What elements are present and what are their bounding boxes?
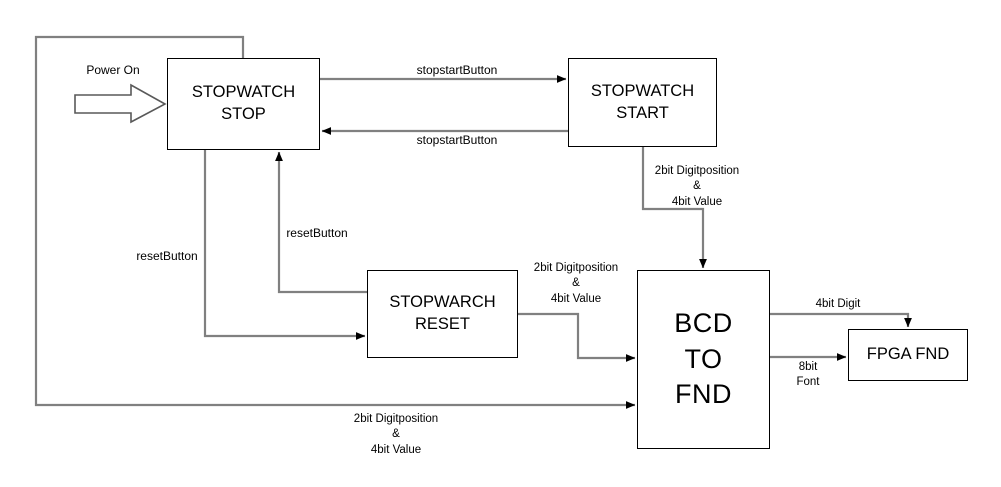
node-stopwatch-stop[interactable]: STOPWATCH STOP <box>167 58 320 150</box>
label-stop-to-bcd: 2bit Digitposition & 4bit Value <box>353 413 439 456</box>
node-fpga-fnd[interactable]: FPGA FND <box>848 329 968 381</box>
power-on-arrow <box>74 83 167 124</box>
node-label: STOPWATCH STOP <box>191 83 296 123</box>
edge-stop-to-reset <box>203 150 366 340</box>
label-stop-to-start: stopstartButton <box>416 63 498 77</box>
label-reset-to-bcd: 2bit Digitposition & 4bit Value <box>533 262 619 305</box>
label-bcd-font-to-fpga: 8bit Font <box>796 361 820 389</box>
node-label: STOPWARCH RESET <box>389 293 496 333</box>
label-start-to-stop: stopstartButton <box>416 133 498 147</box>
edge-start-to-bcd <box>641 147 707 269</box>
edge-bcd-digit-to-fpga <box>770 312 912 328</box>
edge-reset-to-bcd <box>518 312 636 362</box>
node-stopwarch-reset[interactable]: STOPWARCH RESET <box>367 270 518 358</box>
label-reset-to-stop: resetButton <box>286 226 348 240</box>
node-label: STOPWATCH START <box>590 81 695 122</box>
label-bcd-digit-to-fpga: 4bit Digit <box>815 298 861 310</box>
node-label: FPGA FND <box>866 345 950 364</box>
node-stopwatch-start[interactable]: STOPWATCH START <box>568 58 717 147</box>
node-bcd-to-fnd[interactable]: BCD TO FND <box>637 270 770 449</box>
label-start-to-bcd: 2bit Digitposition & 4bit Value <box>654 165 740 208</box>
label-stop-to-reset: resetButton <box>136 249 198 263</box>
edge-stop-to-bcd <box>34 35 636 409</box>
node-label: BCD TO FND <box>674 308 733 410</box>
edge-reset-to-stop <box>275 151 367 294</box>
label-power-on: Power On <box>86 63 140 77</box>
